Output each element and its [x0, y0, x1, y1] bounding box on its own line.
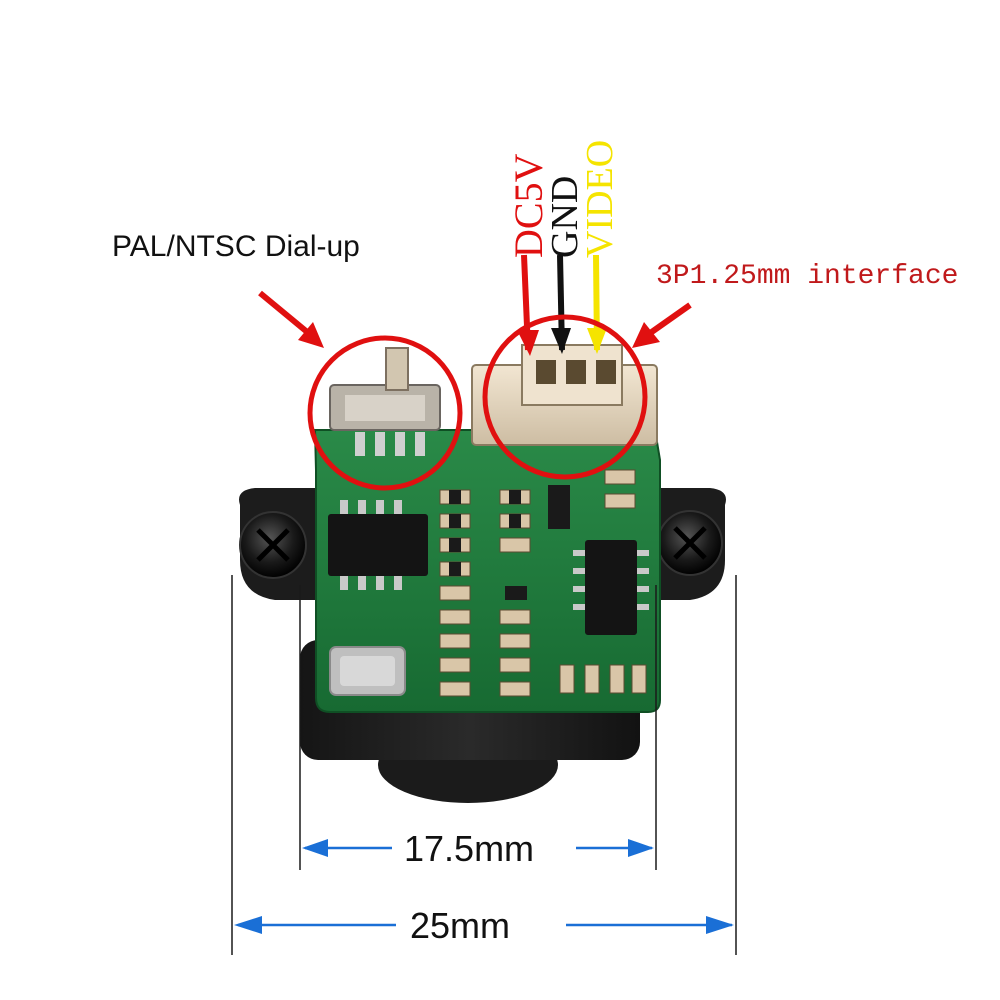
- dimension-inner: [299, 585, 657, 870]
- pin-label-gnd: GND: [544, 176, 586, 258]
- dimension-outer-label: 25mm: [410, 905, 510, 946]
- pin-label-dc5v: DC5V: [506, 153, 551, 258]
- interface-arrow: [632, 302, 692, 348]
- interface-label: 3P1.25mm interface: [656, 261, 958, 292]
- switch-label: PAL/NTSC Dial-up: [112, 230, 360, 263]
- three-pin-connector: [471, 344, 658, 446]
- pin-label-video: VIDEO: [579, 140, 621, 258]
- connector-wires: [517, 254, 607, 356]
- dimension-outer: [231, 575, 737, 955]
- switch-arrow: [258, 290, 324, 348]
- pal-ntsc-switch: [329, 347, 441, 456]
- left-screw: [239, 511, 307, 579]
- right-screw: [657, 510, 723, 576]
- pcb-board: [313, 429, 661, 713]
- dimension-inner-label: 17.5mm: [404, 828, 534, 869]
- connector-highlight-circle: [482, 314, 648, 480]
- switch-highlight-circle: [307, 335, 463, 491]
